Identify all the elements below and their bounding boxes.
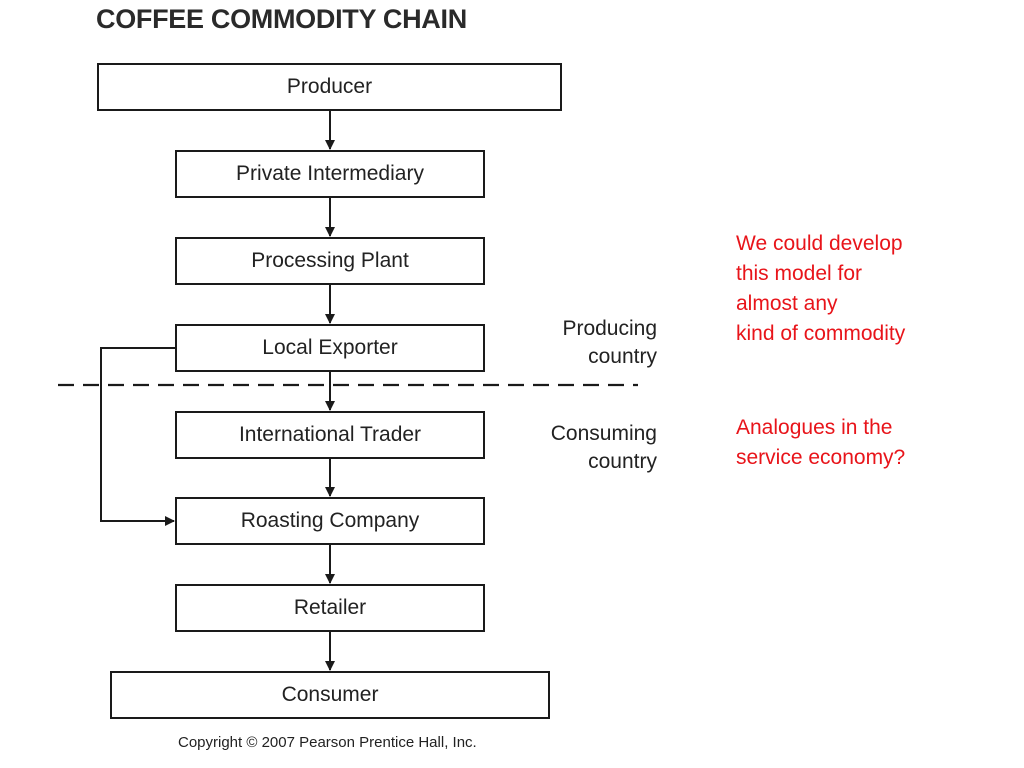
diagram-title: COFFEE COMMODITY CHAIN xyxy=(96,4,467,34)
node-roasting-company: Roasting Company xyxy=(175,497,485,545)
node-local-exporter: Local Exporter xyxy=(175,324,485,372)
annotation-note-service: Analogues in the service economy? xyxy=(736,416,906,469)
annotation-note-commodity: We could develop this model for almost a… xyxy=(736,232,906,345)
node-producer: Producer xyxy=(97,63,562,111)
copyright-notice: Copyright © 2007 Pearson Prentice Hall, … xyxy=(178,734,477,751)
node-retailer: Retailer xyxy=(175,584,485,632)
edge-local-exporter-to-roasting-company xyxy=(100,347,175,526)
node-international-trader: International Trader xyxy=(175,411,485,459)
node-processing-plant: Processing Plant xyxy=(175,237,485,285)
node-private-intermediary: Private Intermediary xyxy=(175,150,485,198)
region-label-producing: Producing country xyxy=(562,317,657,368)
region-label-consuming: Consuming country xyxy=(550,422,657,473)
edge-group xyxy=(100,111,335,671)
node-consumer: Consumer xyxy=(110,671,550,719)
